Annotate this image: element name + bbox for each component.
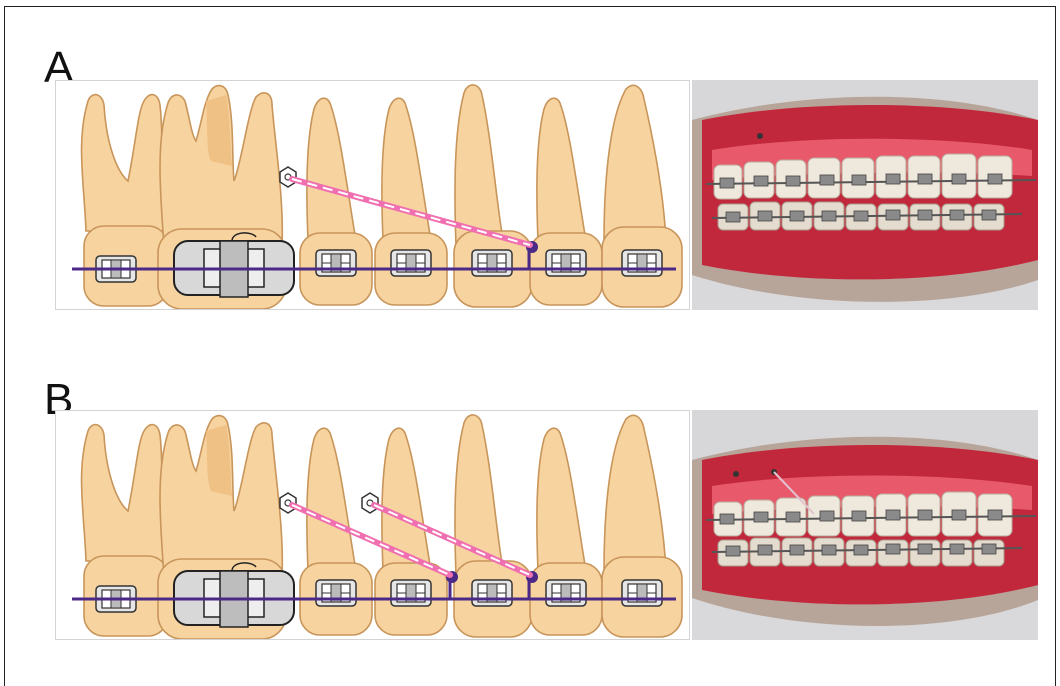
bracket-central <box>622 250 662 276</box>
bracket-premolar-2 <box>316 250 356 276</box>
molar-band <box>174 563 294 627</box>
bracket-canine <box>472 250 512 276</box>
panel-a-photo <box>692 80 1038 310</box>
panel-b-diagram <box>55 410 690 640</box>
molar-band <box>174 233 294 297</box>
bracket-canine <box>472 580 512 606</box>
bracket-central <box>622 580 662 606</box>
bracket-premolar-2 <box>316 580 356 606</box>
panel-a-diagram <box>55 80 690 310</box>
panel-b-photo <box>692 410 1038 640</box>
bracket-premolar-1 <box>391 580 431 606</box>
bracket-premolar-1 <box>391 250 431 276</box>
bracket-lateral <box>546 580 586 606</box>
bracket-lateral <box>546 250 586 276</box>
